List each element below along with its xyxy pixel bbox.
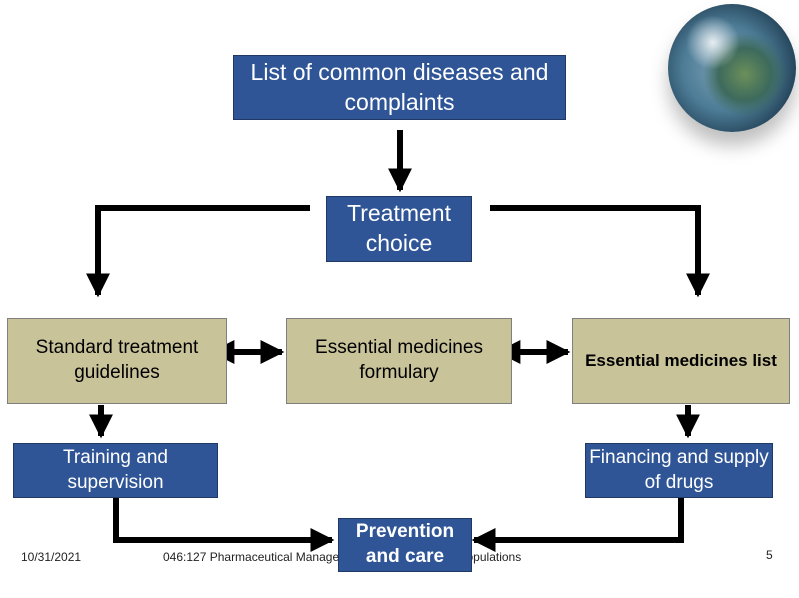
arrow-financing-to-prevention [471,498,684,552]
node-formulary-label: Essential medicines formulary [315,337,483,383]
node-standard-treatment-guidelines: Standard treatment guidelines [7,318,227,404]
node-training-label: Training and supervision [63,446,168,493]
node-essential-medicines-formulary: Essential medicines formulary [286,318,512,404]
node-prevention-label: Prevention and care [355,521,455,567]
node-financing-label: Financing and supply of drugs [589,446,769,493]
arrow-treatment-to-stg [86,205,310,298]
arrow-treatment-to-eml [490,205,710,298]
node-financing-supply: Financing and supply of drugs [585,443,773,498]
node-diseases: List of common diseases and complaints [233,55,566,120]
globe-image [668,4,796,132]
node-essential-medicines-list: Essential medicines list [572,318,790,404]
node-treatment-label: Treatment choice [347,200,451,256]
slide-number: 5 [766,548,773,562]
node-prevention-care: Prevention and care [338,518,472,572]
arrow-training-to-prevention [113,498,335,552]
node-stg-label: Standard treatment guidelines [35,337,199,383]
node-treatment-choice: Treatment choice [326,196,472,262]
node-eml-label: Essential medicines list [585,350,777,370]
footer-date: 10/31/2021 [21,550,82,564]
node-training-supervision: Training and supervision [13,443,218,498]
node-diseases-label: List of common diseases and complaints [250,58,549,115]
